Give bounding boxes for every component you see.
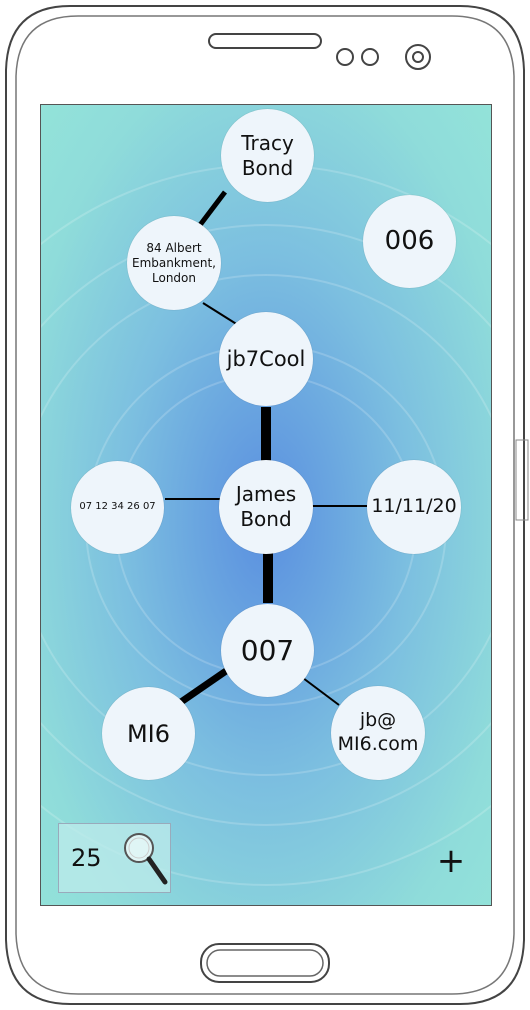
edge-tracy-address bbox=[195, 190, 227, 231]
node-tracy-bond[interactable]: Tracy Bond bbox=[221, 109, 314, 202]
edge-007-mi6 bbox=[179, 668, 228, 705]
node-007[interactable]: 007 bbox=[221, 604, 314, 697]
app-screen: Tracy Bond 84 Albert Embankment, London … bbox=[40, 104, 492, 906]
sensor-right bbox=[361, 48, 379, 66]
node-date-label: 11/11/20 bbox=[371, 495, 457, 518]
edge-address-username bbox=[202, 302, 239, 326]
node-email[interactable]: jb@ MI6.com bbox=[331, 686, 425, 780]
node-mi6-label: MI6 bbox=[126, 719, 171, 748]
home-button[interactable] bbox=[201, 944, 329, 982]
search-count: 25 bbox=[71, 844, 102, 872]
node-006-label: 006 bbox=[384, 226, 435, 257]
node-phone-number-label: 07 12 34 26 07 bbox=[79, 501, 156, 513]
graph-edges bbox=[165, 190, 367, 706]
node-date[interactable]: 11/11/20 bbox=[367, 460, 461, 554]
node-tracy-bond-label: Tracy Bond bbox=[241, 130, 294, 180]
node-address[interactable]: 84 Albert Embankment, London bbox=[127, 216, 221, 310]
node-james-bond[interactable]: James Bond bbox=[219, 460, 313, 554]
node-mi6[interactable]: MI6 bbox=[102, 687, 195, 780]
plus-icon: + bbox=[436, 841, 466, 881]
add-button[interactable]: + bbox=[433, 843, 469, 879]
node-username[interactable]: jb7Cool bbox=[219, 312, 313, 406]
node-james-bond-label: James Bond bbox=[235, 482, 297, 531]
node-email-label: jb@ MI6.com bbox=[337, 709, 419, 755]
node-007-label: 007 bbox=[240, 634, 295, 667]
speaker-slot bbox=[208, 33, 322, 49]
sensor-left bbox=[336, 48, 354, 66]
edge-007-email bbox=[302, 677, 340, 706]
front-camera-lens bbox=[412, 51, 424, 63]
magnifier-icon bbox=[124, 833, 168, 885]
node-address-label: 84 Albert Embankment, London bbox=[132, 240, 216, 285]
node-phone-number[interactable]: 07 12 34 26 07 bbox=[71, 461, 164, 554]
node-username-label: jb7Cool bbox=[226, 346, 306, 371]
search-button[interactable]: 25 bbox=[58, 823, 171, 893]
node-006[interactable]: 006 bbox=[363, 195, 456, 288]
